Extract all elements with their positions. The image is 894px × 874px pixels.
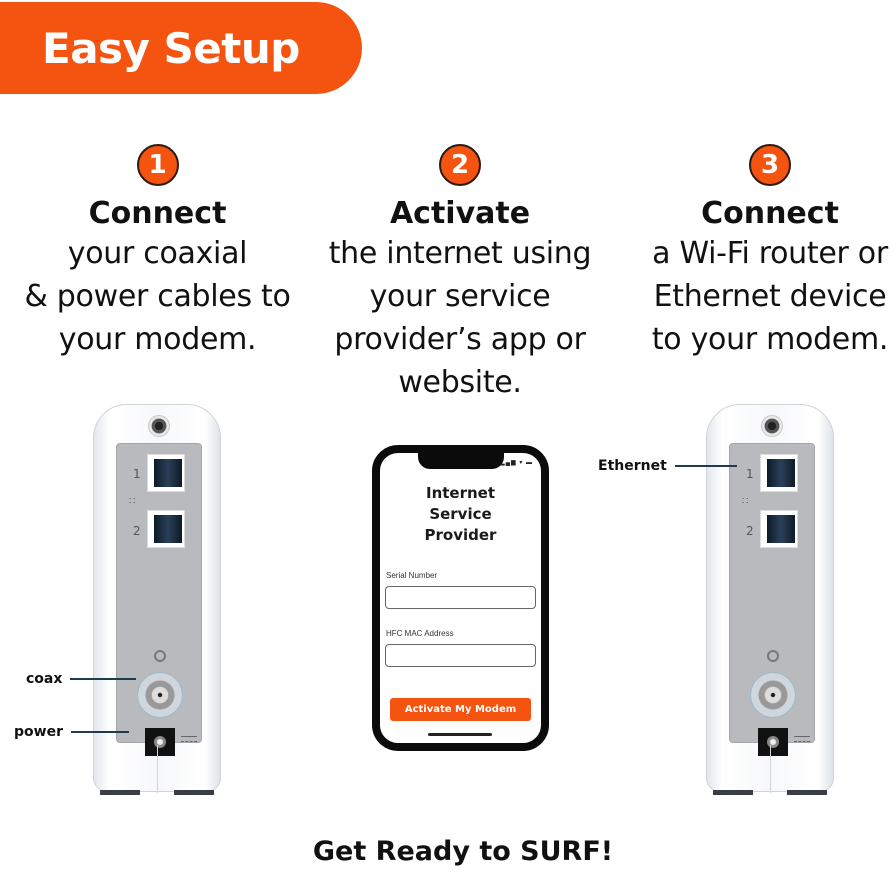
step-description: the internet using your service provider… [312,232,608,404]
step-description: a Wi-Fi router or Ethernet device to you… [630,232,894,361]
step-title: Connect [701,196,839,231]
network-symbol-icon: ∷ [742,496,749,507]
step-desc-line: provider’s app or [334,322,586,357]
ethernet-callout: Ethernet [598,458,737,474]
modem-foot [174,790,214,795]
serial-number-label: Serial Number [386,571,438,580]
step-number-badge: 1 [136,144,179,186]
network-symbol-icon: ∷ [129,496,136,507]
phone-mockup: ▂▄▆ ▾ ▬ Internet Service Provider Serial… [372,445,549,751]
ethernet-port-icon [760,510,798,548]
step-number-badge: 3 [749,144,791,186]
power-label: power [14,724,63,740]
ethernet-label: Ethernet [598,458,667,474]
home-indicator [428,733,492,736]
modem-seam [157,745,158,793]
isp-title: Internet Service Provider [380,483,541,546]
port-number: 1 [133,467,141,481]
step-description: your coaxial & power cables to your mode… [10,232,305,361]
coax-callout: coax [26,671,137,687]
ethernet-port-icon [147,454,185,492]
coax-connector-icon [137,672,183,718]
step-3: 3 Connect a Wi-Fi router or Ethernet dev… [630,144,894,361]
serial-number-input[interactable] [385,586,536,609]
step-desc-line: your service [369,279,551,314]
step-desc-line: your modem. [58,322,257,357]
modem-foot [100,790,140,795]
modem-rear-panel: 1 ∷ 2 [729,443,815,756]
step-number-badge: 2 [439,144,481,186]
hfc-mac-address-label: HFC MAC Address [386,629,454,638]
coax-connector-icon [750,672,796,718]
activate-modem-button[interactable]: Activate My Modem [390,698,531,721]
step-1: 1 Connect your coaxial & power cables to… [10,144,305,361]
step-desc-line: a Wi-Fi router or [652,236,888,271]
power-jack-icon [145,728,175,756]
hfc-mac-address-input[interactable] [385,644,536,667]
isp-title-line: Internet [425,484,496,502]
modem-foot [713,790,753,795]
modem-rear-panel: 1 ∷ 2 [116,443,202,756]
ethernet-port-icon [760,454,798,492]
status-bar-icons: ▂▄▆ ▾ ▬ [500,460,533,466]
port-number: 1 [746,467,754,481]
modem-illustration-right: 1 ∷ 2 [706,404,834,795]
ethernet-port-icon [147,510,185,548]
reset-button-icon [148,415,170,437]
callout-line [70,678,137,680]
step-desc-line: Ethernet device [653,279,887,314]
step-desc-line: your coaxial [67,236,248,271]
modem-seam [770,745,771,793]
easy-setup-banner: Easy Setup [0,2,362,94]
step-title: Connect [88,196,227,231]
port-number: 2 [746,524,754,538]
power-callout: power [14,724,129,740]
callout-line [674,465,737,467]
dc-symbol-icon [181,736,197,742]
isp-title-line: Provider [424,526,497,544]
port-number: 2 [133,524,141,538]
banner-title: Easy Setup [42,23,300,73]
step-title: Activate [389,196,531,231]
step-desc-line: & power cables to [24,279,291,314]
footer-tagline: Get Ready to SURF! [312,836,614,867]
step-desc-line: website. [398,365,522,400]
power-led-icon [154,650,166,662]
reset-button-icon [761,415,783,437]
power-jack-icon [758,728,788,756]
coax-label: coax [26,671,63,687]
power-led-icon [767,650,779,662]
modem-illustration-left: 1 ∷ 2 [93,404,221,795]
phone-notch [418,451,504,469]
step-desc-line: the internet using [328,236,592,271]
step-2: 2 Activate the internet using your servi… [312,144,608,404]
modem-foot [787,790,827,795]
dc-symbol-icon [794,736,810,742]
callout-line [70,731,129,733]
step-desc-line: to your modem. [651,322,889,357]
isp-title-line: Service [429,505,492,523]
